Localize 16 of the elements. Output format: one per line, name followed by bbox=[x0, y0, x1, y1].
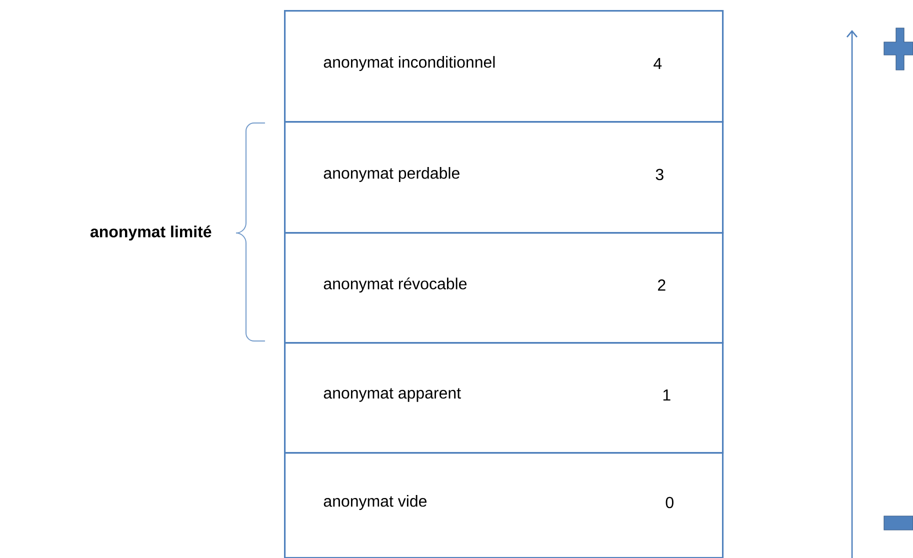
level-number: 1 bbox=[663, 390, 670, 400]
level-label: anonymat perdable bbox=[324, 167, 460, 182]
level-box bbox=[284, 121, 724, 234]
level-number: 4 bbox=[654, 58, 662, 69]
level-box bbox=[284, 452, 724, 558]
level-label: anonymat inconditionnel bbox=[324, 56, 495, 71]
level-box bbox=[284, 10, 724, 123]
level-number: 0 bbox=[666, 496, 674, 508]
bracket-label: anonymat limité bbox=[90, 225, 212, 241]
level-box bbox=[284, 342, 724, 454]
level-number: 2 bbox=[658, 279, 666, 291]
level-label: anonymat apparent bbox=[324, 388, 461, 402]
level-label: anonymat vide bbox=[324, 495, 427, 510]
level-box bbox=[284, 232, 724, 344]
level-number: 3 bbox=[656, 168, 664, 180]
level-label: anonymat révocable bbox=[324, 277, 467, 293]
